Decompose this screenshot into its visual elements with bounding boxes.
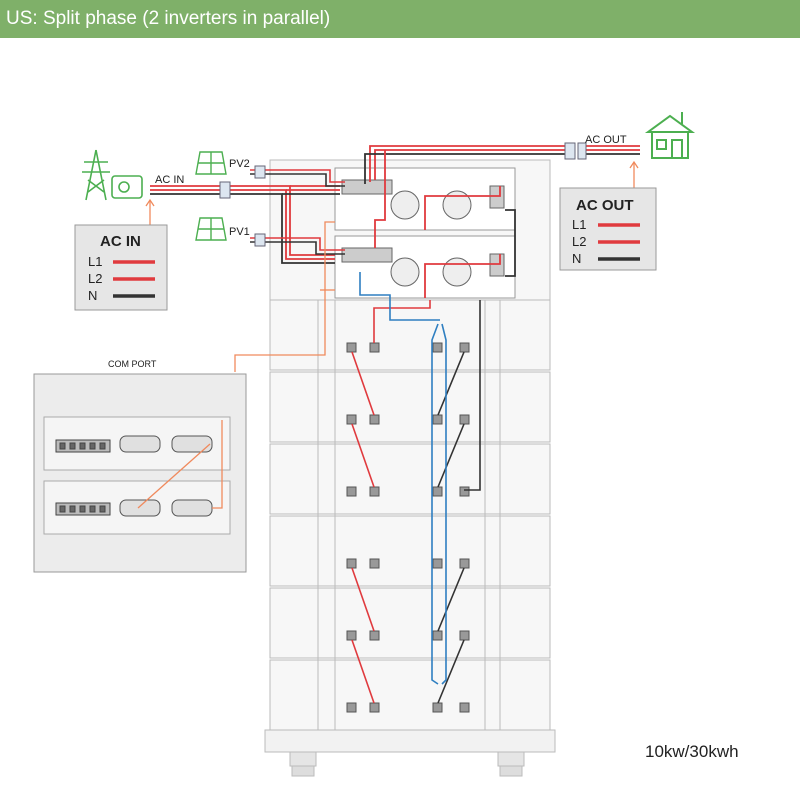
battery-module-6 xyxy=(269,659,551,731)
ac-out-wires xyxy=(364,145,640,298)
battery-cabinet xyxy=(264,159,556,777)
com-port-label: COM PORT xyxy=(108,359,157,369)
solar-panel-pv1-icon xyxy=(195,217,227,241)
pv-wires xyxy=(250,169,345,255)
ac-in-legend-l1: L1 xyxy=(88,254,102,269)
inverter-terminals xyxy=(341,179,505,277)
battery-terminals xyxy=(346,342,470,713)
battery-module-1 xyxy=(269,299,551,371)
header-bar: US: Split phase (2 inverters in parallel… xyxy=(0,0,800,38)
ac-in-legend-n: N xyxy=(88,288,97,303)
battery-module-3 xyxy=(269,443,551,515)
battery-red-wires xyxy=(351,300,431,704)
capacity-label: 10kw/30kwh xyxy=(645,742,739,761)
ac-in-wire-label: AC IN xyxy=(155,174,184,186)
connectors xyxy=(219,142,587,247)
solar-panel-pv2-icon xyxy=(195,151,227,175)
ac-in-legend-title: AC IN xyxy=(100,233,141,250)
battery-blue-wires xyxy=(359,272,447,685)
ac-out-wire-label: AC OUT xyxy=(585,134,627,146)
power-tower-icon xyxy=(82,149,110,201)
ac-out-legend-l2: L2 xyxy=(572,234,586,249)
pv2-label: PV2 xyxy=(229,158,250,170)
ac-in-legend: AC IN L1 L2 N xyxy=(74,224,168,311)
page-title: US: Split phase (2 inverters in parallel… xyxy=(6,8,331,29)
com-port-panel: COM PORT xyxy=(33,359,247,573)
battery-module-5 xyxy=(269,587,551,659)
ac-out-legend-l1: L1 xyxy=(572,217,586,232)
ac-out-legend-title: AC OUT xyxy=(576,197,634,214)
inverter-fans xyxy=(390,190,472,287)
generator-icon xyxy=(111,175,143,199)
house-icon xyxy=(644,112,696,159)
battery-black-wires xyxy=(437,300,481,704)
battery-module-4 xyxy=(269,515,551,587)
ac-in-legend-l2: L2 xyxy=(88,271,102,286)
battery-module-2 xyxy=(269,371,551,443)
pv1-label: PV1 xyxy=(229,226,250,238)
ac-out-legend-n: N xyxy=(572,251,581,266)
ac-out-legend: AC OUT L1 L2 N xyxy=(559,187,657,271)
